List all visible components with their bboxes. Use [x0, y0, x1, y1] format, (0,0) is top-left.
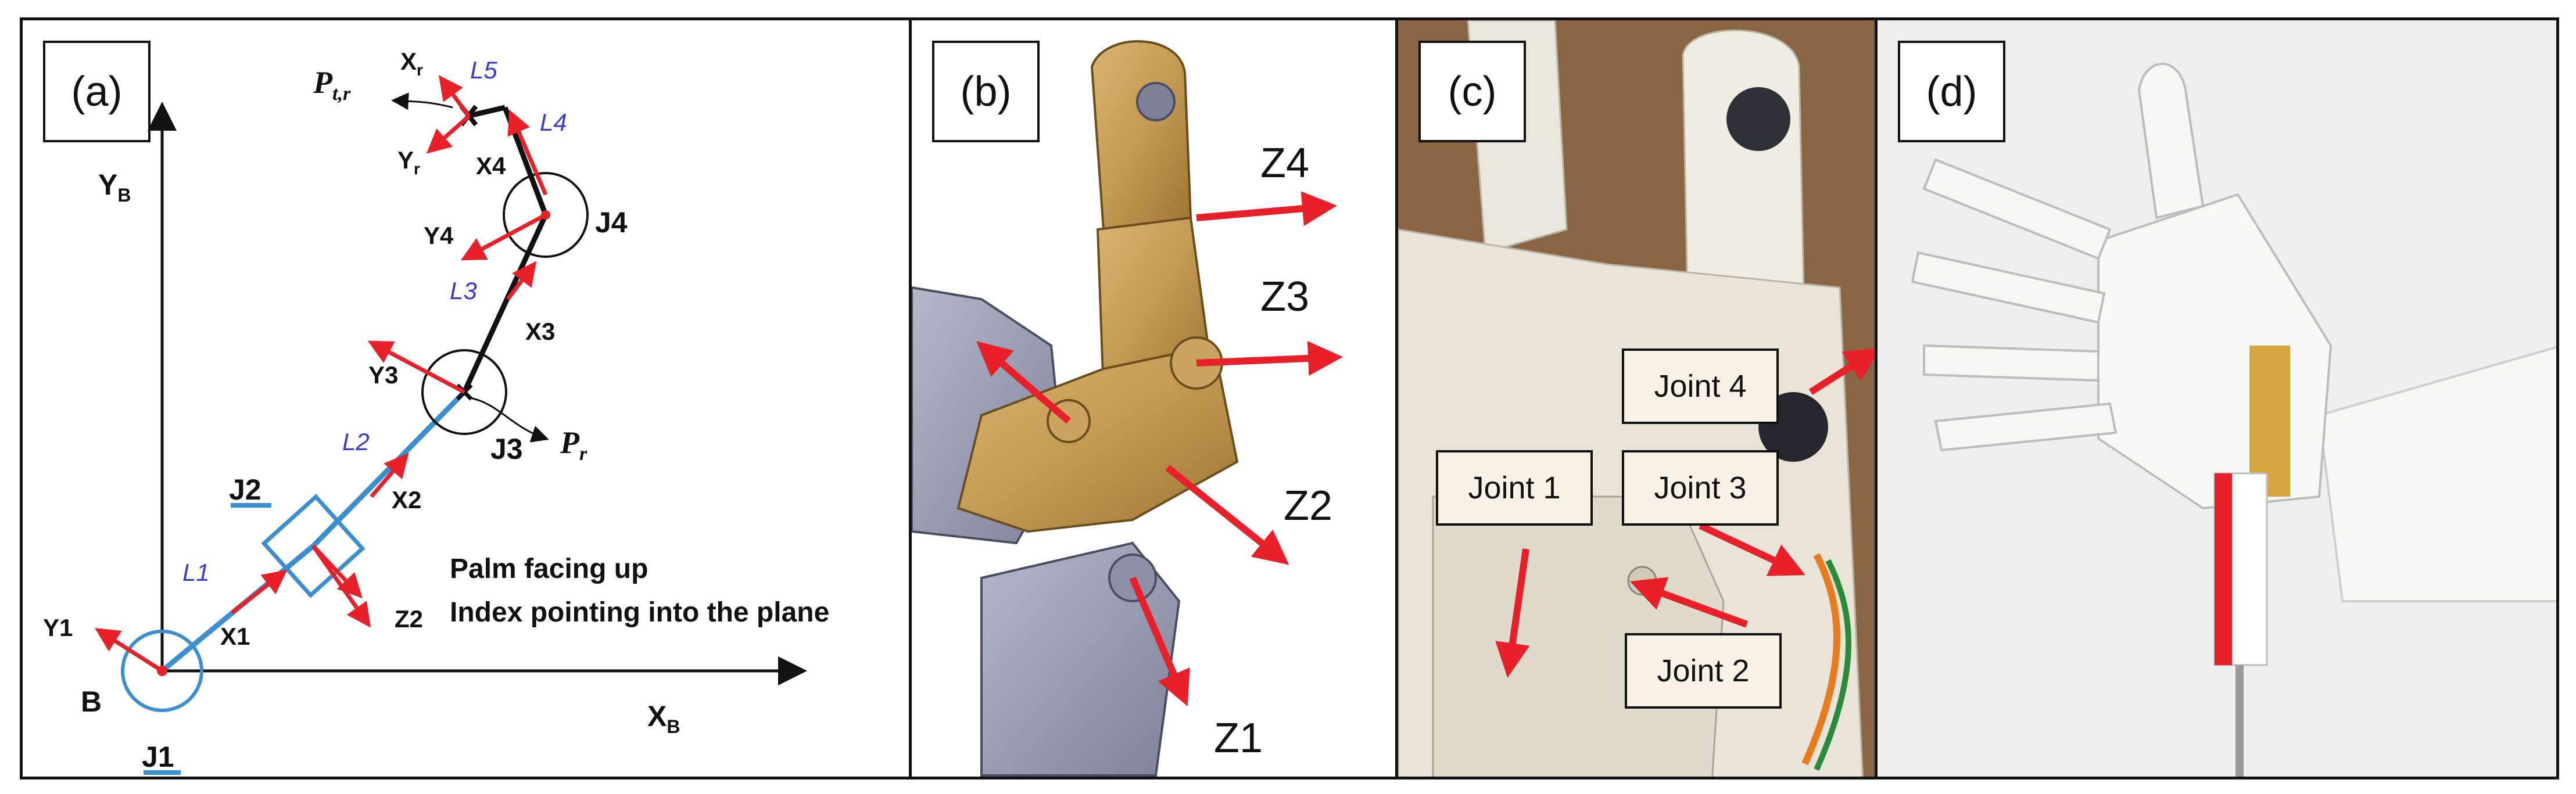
arrow-pr [470, 397, 549, 443]
label-x2: X2 [392, 486, 421, 513]
label-j3: J3 [490, 433, 523, 465]
photo-sensor-top [1726, 87, 1790, 151]
label-l3: L3 [450, 277, 477, 304]
note-line-1: Palm facing up [450, 554, 648, 584]
hand-finger-3 [1923, 344, 2100, 382]
label-l4: L4 [540, 109, 567, 136]
label-base: B [81, 685, 102, 718]
label-j4: J4 [595, 206, 628, 239]
hand-rod [2235, 665, 2244, 777]
label-z2: Z2 [395, 605, 423, 633]
label-xr: Xr [400, 48, 423, 79]
label-ptr: Pt,r [313, 65, 351, 105]
panel-d-tag: (d) [1898, 41, 2005, 142]
link-l2 [311, 390, 467, 548]
label-y4: Y4 [424, 222, 454, 249]
panel-a-kinematic-diagram: (a) [20, 17, 912, 779]
label-z2: Z2 [1284, 483, 1332, 529]
arrow-joint-2 [1629, 577, 1749, 628]
label-joint-2: Joint 2 [1625, 633, 1782, 709]
cad-screw-top [1136, 82, 1176, 121]
arrow-x1 [230, 569, 288, 615]
panel-c-tag: (c) [1418, 41, 1526, 142]
hand-finger-index [2137, 63, 2205, 220]
arrow-joint-4 [1808, 347, 1875, 396]
arrow-ptr [391, 92, 453, 110]
arrow-y4 [460, 213, 547, 261]
label-l1: L1 [182, 559, 210, 586]
arrow-z2 [1165, 465, 1289, 565]
label-yr: Yr [397, 146, 420, 178]
label-yb: YB [98, 168, 131, 206]
arrow-x2 [370, 452, 409, 498]
arrow-z2-back [976, 341, 1071, 424]
label-joint-3: Joint 3 [1622, 450, 1779, 526]
label-x3: X3 [525, 318, 555, 345]
hand-handle-red [2215, 473, 2232, 665]
panel-c-joint-photo: Joint 1 Joint 2 Joint 3 Joint 4 (c) [1395, 17, 1878, 779]
joint-j1-circle [121, 630, 203, 712]
hand-gold-gear [2249, 346, 2290, 497]
hand-finger-4 [1934, 402, 2118, 452]
label-z1: Z1 [1214, 715, 1263, 761]
arrow-z1 [1129, 576, 1190, 707]
joint-j3-circle [421, 349, 507, 435]
link-l3 [461, 214, 549, 393]
link-l5 [466, 105, 506, 119]
arrow-x3 [506, 261, 537, 301]
panel-a-tag: (a) [43, 41, 151, 142]
note-line-2: Index pointing into the plane [450, 597, 829, 628]
label-z3: Z3 [1260, 274, 1309, 320]
label-j1: J1 [142, 741, 174, 773]
hand-forearm [2317, 346, 2556, 602]
label-xb: XB [647, 700, 680, 737]
arrow-joint-3 [1699, 522, 1805, 576]
kinematic-diagram: YB XB B J1 J2 J3 J4 Y1 X1 Z2 X2 Y3 X3 Y4… [43, 48, 829, 775]
joint-j4-circle [503, 172, 589, 258]
arrow-y3 [367, 340, 465, 394]
arrow-z3 [1196, 341, 1343, 376]
label-l2: L2 [342, 428, 370, 455]
panel-b-cad-render: Z4 Z3 Z2 Z1 (b) [909, 17, 1398, 779]
arrow-yr [426, 114, 471, 154]
panel-d-hand-photo: (d) [1875, 17, 2559, 779]
arrow-z4 [1196, 191, 1337, 227]
arrow-joint-1 [1495, 548, 1530, 678]
cad-proximal-phalanx [956, 344, 1239, 533]
label-joint-1: Joint 1 [1436, 450, 1593, 526]
robotic-hand-illustration [1878, 20, 2556, 777]
label-y3: Y3 [368, 361, 398, 389]
cad-finger-illustration: Z4 Z3 Z2 Z1 [912, 40, 1343, 777]
label-joint-4: Joint 4 [1622, 349, 1779, 424]
label-j2: J2 [229, 473, 261, 506]
label-x1: X1 [220, 623, 250, 650]
arrow-z2 [311, 544, 371, 628]
label-pr: Pr [560, 425, 587, 465]
photo-wire-green [1814, 559, 1851, 771]
hand-finger-1 [1922, 158, 2112, 260]
label-l5: L5 [470, 56, 497, 84]
photo-wire-orange [1801, 553, 1840, 766]
arrow-xr [438, 75, 471, 118]
panel-b-tag: (b) [932, 41, 1040, 142]
label-x4: X4 [476, 152, 506, 179]
hand-finger-2 [1911, 251, 2106, 324]
cad-distal-phalanx [1090, 40, 1192, 231]
label-y1: Y1 [43, 614, 73, 641]
arrow-y1 [95, 628, 163, 673]
arrow-x4 [507, 109, 548, 196]
label-z4: Z4 [1260, 140, 1309, 186]
